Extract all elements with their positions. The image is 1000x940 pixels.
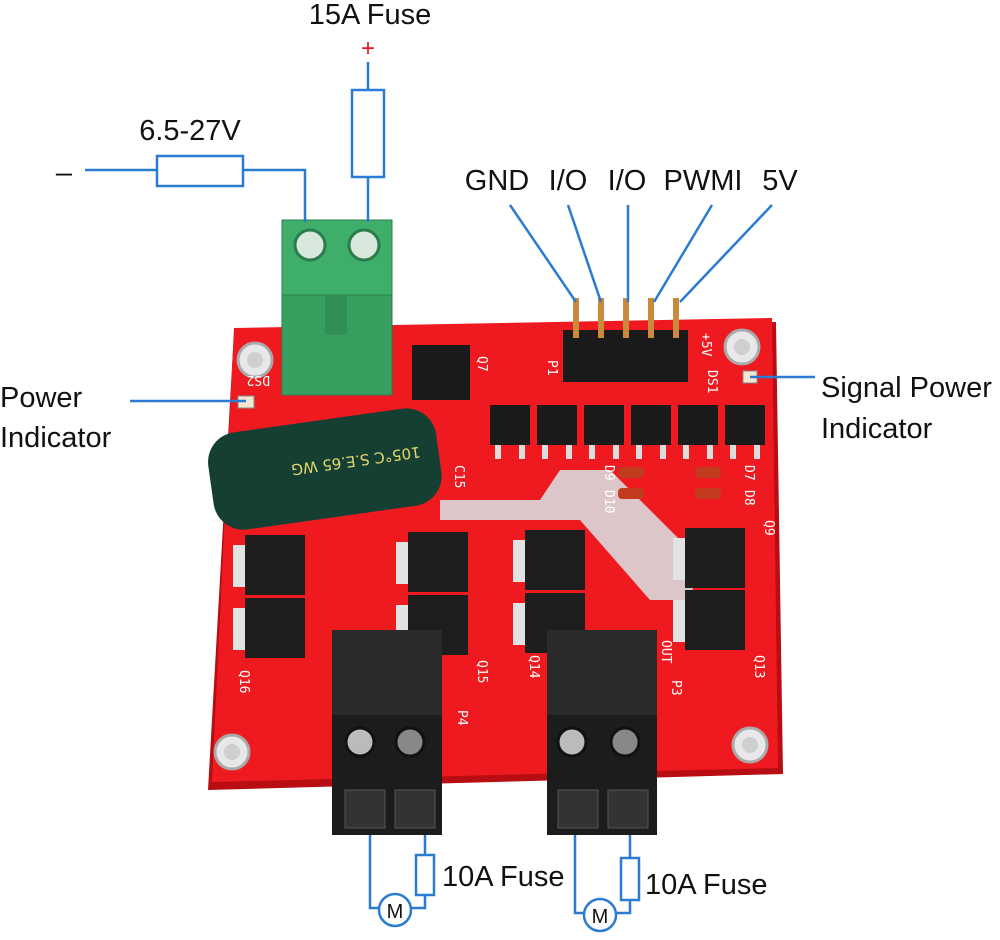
- fuse-10a-symbol: [414, 853, 436, 897]
- driver-chip: [584, 405, 624, 445]
- mosfet-array: [233, 345, 765, 658]
- chip-pin: [754, 445, 760, 459]
- motor-terminal-right: [547, 630, 657, 835]
- header-pin: [623, 298, 629, 338]
- mosfet: [408, 532, 468, 592]
- chip-pin: [683, 445, 689, 459]
- mosfet: [685, 590, 745, 650]
- chip-pin: [542, 445, 548, 459]
- voltage-resistor-symbol: [155, 154, 245, 188]
- silk-p1: P1: [544, 360, 559, 376]
- fuse-10a-symbol: [619, 856, 641, 902]
- driver-chip: [537, 405, 577, 445]
- silk-d9: D9: [601, 465, 616, 481]
- motor-symbol: [377, 892, 413, 928]
- mosfet: [685, 528, 745, 588]
- mosfet-tab: [396, 542, 410, 584]
- fuse-15a-label: 15A Fuse: [309, 0, 432, 31]
- header-pin: [573, 298, 579, 338]
- silk-ds2: DS2: [247, 372, 270, 387]
- motor-output-left: M 10A Fuse: [368, 835, 565, 928]
- negative-wire: [85, 168, 307, 222]
- chip-pin: [660, 445, 666, 459]
- mounting-holes: [213, 328, 769, 771]
- chip-pin: [636, 445, 642, 459]
- pcb-board: XY-160D Q7 P1 DS1 DS2 +5V C15 D7 D8 D9 D…: [180, 298, 783, 821]
- power-terminal-block: [281, 219, 393, 396]
- silk-d8: D8: [741, 490, 756, 506]
- silk-q9: Q9: [761, 520, 776, 536]
- signal-indicator-label-1: Signal Power: [821, 372, 992, 404]
- positive-symbol: +: [361, 35, 375, 62]
- chip-pin: [730, 445, 736, 459]
- mosfet-tab: [513, 603, 527, 645]
- mounting-hole-center: [247, 352, 263, 368]
- power-indicator-label-2: Indicator: [0, 422, 112, 454]
- pin-label-gnd: GND: [465, 165, 529, 197]
- mosfet-tab: [233, 608, 247, 650]
- mosfet: [525, 530, 585, 590]
- silk-q7: Q7: [474, 356, 489, 372]
- motor-symbol: [582, 897, 618, 933]
- mosfet-tab: [233, 545, 247, 587]
- negative-symbol: –: [56, 157, 73, 189]
- chip-pin: [589, 445, 595, 459]
- copper-trace: [440, 470, 700, 600]
- silk-q16: Q16: [236, 670, 251, 693]
- mounting-hole-center: [224, 744, 240, 760]
- fuse-10a-label: 10A Fuse: [442, 861, 565, 893]
- motor-label: M: [592, 906, 609, 928]
- silk-q15: Q15: [474, 660, 489, 683]
- pin-callout-lines: [508, 204, 773, 303]
- silk-d10: D10: [601, 490, 616, 513]
- header-pin: [648, 298, 654, 338]
- mounting-hole-center: [734, 339, 750, 355]
- header-pin: [673, 298, 679, 338]
- silk-out: OUT: [658, 640, 673, 664]
- chip-pin: [613, 445, 619, 459]
- silk-q13: Q13: [751, 655, 766, 678]
- electrolytic-capacitor: 105°C S.E.65 WG: [208, 408, 442, 530]
- chip-pin: [495, 445, 501, 459]
- silk-p3: P3: [668, 680, 683, 696]
- silk-c15: C15: [451, 465, 466, 488]
- motor-terminal-left: [332, 630, 442, 835]
- diodes: [618, 467, 721, 499]
- board-model-label: XY-160D: [180, 720, 208, 821]
- silk-q14: Q14: [526, 655, 541, 679]
- mosfet: [245, 598, 305, 658]
- motor-label: M: [387, 901, 404, 923]
- power-indicator-label-1: Power: [0, 382, 83, 414]
- motor-output-right: M 10A Fuse: [573, 835, 768, 933]
- mosfet: [245, 535, 305, 595]
- header-pin-labels: GND I/O I/O PWMI 5V: [465, 165, 798, 303]
- mounting-hole-center: [742, 737, 758, 753]
- pin-label-io2: I/O: [608, 165, 647, 197]
- chip-pin: [519, 445, 525, 459]
- chip-pin: [707, 445, 713, 459]
- pin-label-io1: I/O: [549, 165, 588, 197]
- fuse-10a-label: 10A Fuse: [645, 869, 768, 901]
- pin-label-pwmi: PWMI: [664, 165, 743, 197]
- driver-chip: [490, 405, 530, 445]
- pin-header: [563, 298, 688, 382]
- mosfet-tab: [673, 600, 687, 642]
- mosfet-tab: [513, 540, 527, 582]
- driver-chip: [678, 405, 718, 445]
- silk-5v: +5V: [698, 333, 713, 357]
- voltage-label: 6.5-27V: [139, 115, 241, 147]
- pin-label-5v: 5V: [762, 165, 798, 197]
- signal-indicator-label-2: Indicator: [821, 413, 933, 445]
- silk-p4: P4: [454, 710, 469, 726]
- chip-pin: [566, 445, 572, 459]
- driver-chip: [725, 405, 765, 445]
- fuse-15a-symbol: [350, 88, 386, 179]
- silk-d7: D7: [741, 465, 756, 481]
- regulator-chip: [412, 345, 470, 400]
- driver-chip: [631, 405, 671, 445]
- mosfet-tab: [673, 538, 687, 580]
- header-pin: [598, 298, 604, 338]
- silk-ds1: DS1: [704, 370, 719, 393]
